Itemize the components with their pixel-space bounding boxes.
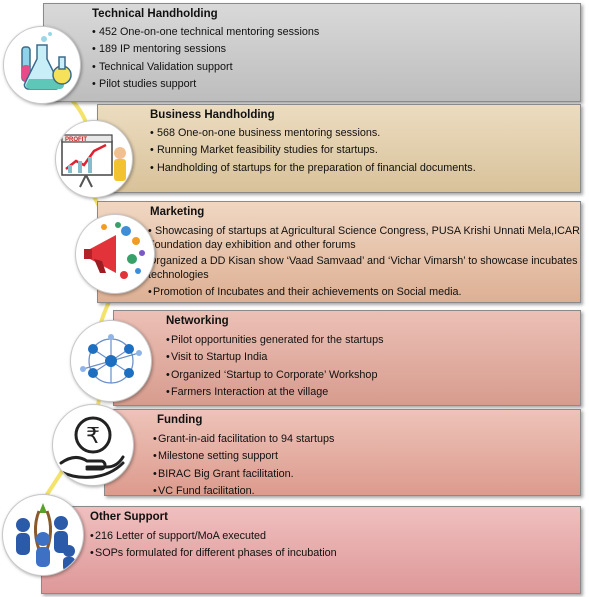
list-item: •Pilot opportunities generated for the s… [166, 334, 384, 346]
list-item: •Milestone setting support [153, 450, 279, 463]
list-item: •Grant-in-aid facilitation to 94 startup… [153, 433, 335, 445]
profit-chart-icon: PROFIT [55, 120, 133, 198]
list-item: •Farmers Interaction at the village [166, 386, 329, 399]
list-item: •Promotion of Incubates and their achiev… [148, 286, 462, 298]
list-item: •BIRAC Big Grant facilitation. [153, 467, 294, 480]
list-item: •Running Market feasibility studies for … [150, 144, 378, 157]
section-title: Technical Handholding [92, 8, 218, 20]
list-item: •452 One-on-one technical mentoring sess… [92, 26, 320, 38]
section-title: Other Support [90, 511, 168, 523]
lab-flasks-icon [3, 26, 81, 104]
list-item: •Handholding of startups for the prepara… [150, 161, 476, 174]
network-icon [70, 320, 152, 402]
marketing-panel: Marketing •Showcasing of startups at Agr… [97, 201, 581, 303]
list-item: •VC Fund facilitation. [153, 485, 255, 498]
list-item: •216 Letter of support/MoA executed [90, 530, 267, 542]
section-title: Networking [166, 315, 229, 327]
section-title: Marketing [150, 206, 205, 218]
list-item: •Visit to Startup India [166, 351, 268, 364]
other-support-panel: Other Support •216 Letter of support/MoA… [41, 506, 581, 594]
list-item: •SOPs formulated for different phases of… [90, 547, 337, 560]
megaphone-icon [75, 214, 155, 294]
section-title: Business Handholding [150, 109, 275, 121]
rupee-hand-icon: ₹ [52, 404, 134, 486]
list-item: •568 One-on-one business mentoring sessi… [150, 127, 381, 139]
list-item: •Organized ‘Startup to Corporate’ Worksh… [166, 368, 378, 381]
team-support-icon [2, 494, 84, 576]
list-item: •Pilot studies support [92, 78, 197, 91]
list-item: •Organized a DD Kisan show ‘Vaad Samvaad… [148, 255, 578, 281]
section-items: •Showcasing of startups at Agricultural … [148, 223, 580, 301]
section-items: •Grant-in-aid facilitation to 94 startup… [153, 431, 334, 501]
svg-text:₹: ₹ [86, 424, 100, 449]
technical-handholding-panel: Technical Handholding •452 One-on-one te… [43, 3, 581, 102]
list-item: •Showcasing of startups at Agricultural … [148, 225, 580, 251]
section-title: Funding [157, 414, 203, 426]
section-items: •452 One-on-one technical mentoring sess… [92, 24, 319, 94]
funding-panel: Funding •Grant-in-aid facilitation to 94… [104, 409, 581, 497]
svg-text:PROFIT: PROFIT [65, 137, 87, 143]
list-item: •Technical Validation support [92, 60, 233, 73]
section-items: •568 One-on-one business mentoring sessi… [150, 125, 476, 177]
section-items: •Pilot opportunities generated for the s… [166, 332, 383, 402]
list-item: •189 IP mentoring sessions [92, 43, 227, 56]
business-handholding-panel: Business Handholding •568 One-on-one bus… [97, 104, 581, 193]
networking-panel: Networking •Pilot opportunities generate… [113, 310, 581, 406]
section-items: •216 Letter of support/MoA executed •SOP… [90, 528, 337, 563]
